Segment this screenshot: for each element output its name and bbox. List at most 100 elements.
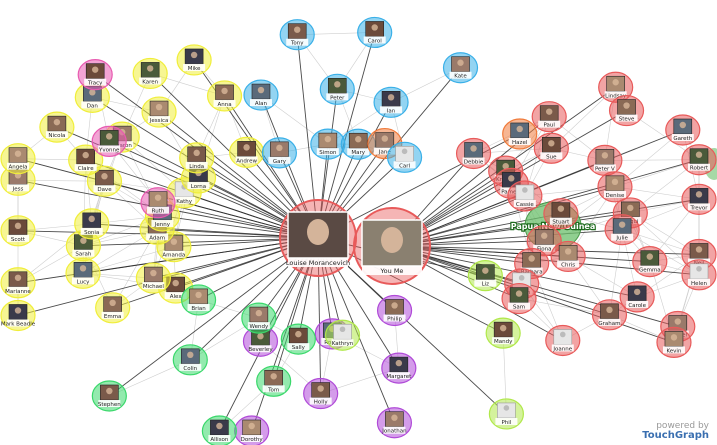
touchgraph-branding[interactable]: powered by TouchGraph bbox=[642, 421, 709, 441]
node-label: Alex bbox=[170, 294, 183, 300]
node-label: Holly bbox=[314, 400, 329, 406]
node-label: Angela bbox=[8, 165, 27, 171]
person-node[interactable]: Dave bbox=[86, 165, 123, 197]
person-node[interactable]: Stephen bbox=[91, 380, 127, 412]
person-node[interactable]: Debbie bbox=[455, 137, 492, 170]
person-node[interactable]: Mike bbox=[176, 44, 212, 76]
person-node[interactable]: Andrew bbox=[228, 136, 265, 168]
person-node[interactable]: Philip bbox=[376, 294, 413, 327]
hub-node[interactable]: You Me bbox=[353, 207, 431, 285]
person-node[interactable]: Tony bbox=[279, 19, 315, 51]
face-shape bbox=[172, 279, 179, 287]
person-node[interactable]: Hazel bbox=[502, 118, 538, 150]
person-node[interactable]: Anna bbox=[206, 80, 243, 112]
person-node[interactable]: Liz bbox=[467, 260, 503, 292]
person-node[interactable]: Jessica bbox=[141, 96, 177, 128]
person-node[interactable]: Scott bbox=[0, 215, 36, 247]
person-node[interactable]: Holly bbox=[303, 377, 339, 410]
person-node[interactable]: Peter bbox=[319, 73, 355, 105]
person-node[interactable]: Sue bbox=[533, 132, 569, 164]
person-node[interactable]: Stuart bbox=[543, 198, 579, 230]
node-label: Anna bbox=[218, 102, 232, 108]
node-label: Dave bbox=[97, 187, 112, 193]
person-node[interactable]: Gary bbox=[261, 137, 297, 169]
person-node[interactable]: Helen bbox=[681, 259, 717, 291]
person-node[interactable]: Nicola bbox=[39, 111, 75, 143]
person-node[interactable]: Cassie bbox=[507, 180, 543, 212]
person-node[interactable]: Mary bbox=[340, 128, 376, 160]
node-label: Ian bbox=[387, 108, 396, 114]
person-node[interactable]: Marianne bbox=[0, 267, 36, 299]
node-label: Dorothy bbox=[241, 437, 264, 443]
person-node[interactable]: Paul bbox=[531, 101, 567, 133]
person-node[interactable]: Fiona bbox=[526, 225, 562, 257]
person-node[interactable]: Sally bbox=[280, 323, 316, 355]
person-node[interactable]: Kate bbox=[442, 52, 479, 84]
person-node[interactable]: Tom bbox=[256, 365, 292, 397]
face-shape bbox=[564, 248, 572, 255]
person-node[interactable]: Graham bbox=[591, 299, 628, 331]
node-label: Paul bbox=[543, 123, 555, 129]
label-bg bbox=[533, 244, 556, 252]
person-node[interactable]: Wendy bbox=[241, 302, 277, 334]
person-node[interactable]: Yvonne bbox=[91, 125, 127, 157]
person-node[interactable]: Claire bbox=[68, 144, 104, 176]
hub-node[interactable]: Louise Morancevich bbox=[279, 199, 357, 277]
person-node[interactable]: Sonia bbox=[74, 208, 110, 240]
person-node[interactable]: Dorothy bbox=[234, 415, 270, 445]
person-node[interactable]: Robert bbox=[681, 144, 717, 176]
person-node[interactable]: Margaret bbox=[381, 352, 417, 384]
face-shape bbox=[109, 299, 116, 307]
label-bg bbox=[393, 161, 416, 169]
person-node[interactable]: Kathryn bbox=[324, 319, 361, 351]
person-node[interactable]: Mark Beadle bbox=[0, 299, 36, 332]
face-shape bbox=[601, 152, 609, 159]
person-node[interactable]: Lucy bbox=[65, 257, 101, 289]
person-node[interactable]: Kevin bbox=[656, 326, 692, 358]
person-node[interactable]: Carole bbox=[619, 281, 655, 313]
person-node[interactable]: Jonathan bbox=[376, 407, 413, 439]
face-shape bbox=[633, 288, 641, 296]
person-node[interactable]: Mandy bbox=[485, 317, 521, 349]
person-node[interactable]: Carol bbox=[357, 16, 393, 49]
face-shape bbox=[89, 89, 96, 96]
person-node[interactable]: Allison bbox=[201, 415, 237, 445]
person-node[interactable]: Sam bbox=[501, 282, 537, 315]
person-node[interactable]: Lindsay bbox=[598, 71, 634, 103]
face-shape bbox=[627, 204, 634, 212]
person-node[interactable]: Linda bbox=[179, 142, 215, 174]
person-node[interactable]: Gareth bbox=[665, 114, 701, 146]
person-node[interactable]: Chris bbox=[550, 240, 586, 273]
person-node[interactable]: Michael bbox=[135, 262, 171, 294]
person-node[interactable]: Colin bbox=[172, 344, 208, 376]
person-node[interactable]: Karen bbox=[132, 57, 168, 90]
label-bg bbox=[187, 303, 210, 311]
person-node[interactable]: Emma bbox=[95, 292, 131, 324]
label-bg bbox=[80, 227, 103, 235]
person-node[interactable]: Phil bbox=[488, 398, 524, 430]
person-node[interactable]: Joanne bbox=[545, 324, 581, 357]
person-node[interactable]: Peter V bbox=[587, 144, 623, 176]
face-shape bbox=[695, 151, 703, 158]
person-node[interactable]: Ian bbox=[373, 86, 409, 118]
person-node[interactable]: Angela bbox=[0, 143, 36, 175]
person-node[interactable]: Denise bbox=[597, 171, 633, 203]
person-node[interactable]: Carl bbox=[386, 141, 423, 173]
person-node[interactable]: Julie bbox=[604, 214, 640, 246]
person-node[interactable]: Ruth bbox=[140, 187, 176, 219]
person-node[interactable]: Trevor bbox=[681, 183, 717, 215]
person-node[interactable]: Brian bbox=[180, 284, 217, 316]
face-shape bbox=[546, 108, 553, 115]
label-bg bbox=[540, 152, 563, 160]
node-label: Peter bbox=[330, 95, 345, 101]
person-node[interactable]: Tracy bbox=[77, 59, 113, 91]
face-shape bbox=[528, 255, 535, 262]
person-node[interactable]: Steve bbox=[608, 94, 645, 127]
face-shape bbox=[355, 136, 362, 143]
person-node[interactable]: Gemma bbox=[632, 246, 668, 278]
person-node[interactable]: Simon bbox=[310, 128, 346, 160]
person-node[interactable]: Beverley bbox=[242, 325, 279, 357]
person-node[interactable]: Alan bbox=[243, 79, 279, 111]
